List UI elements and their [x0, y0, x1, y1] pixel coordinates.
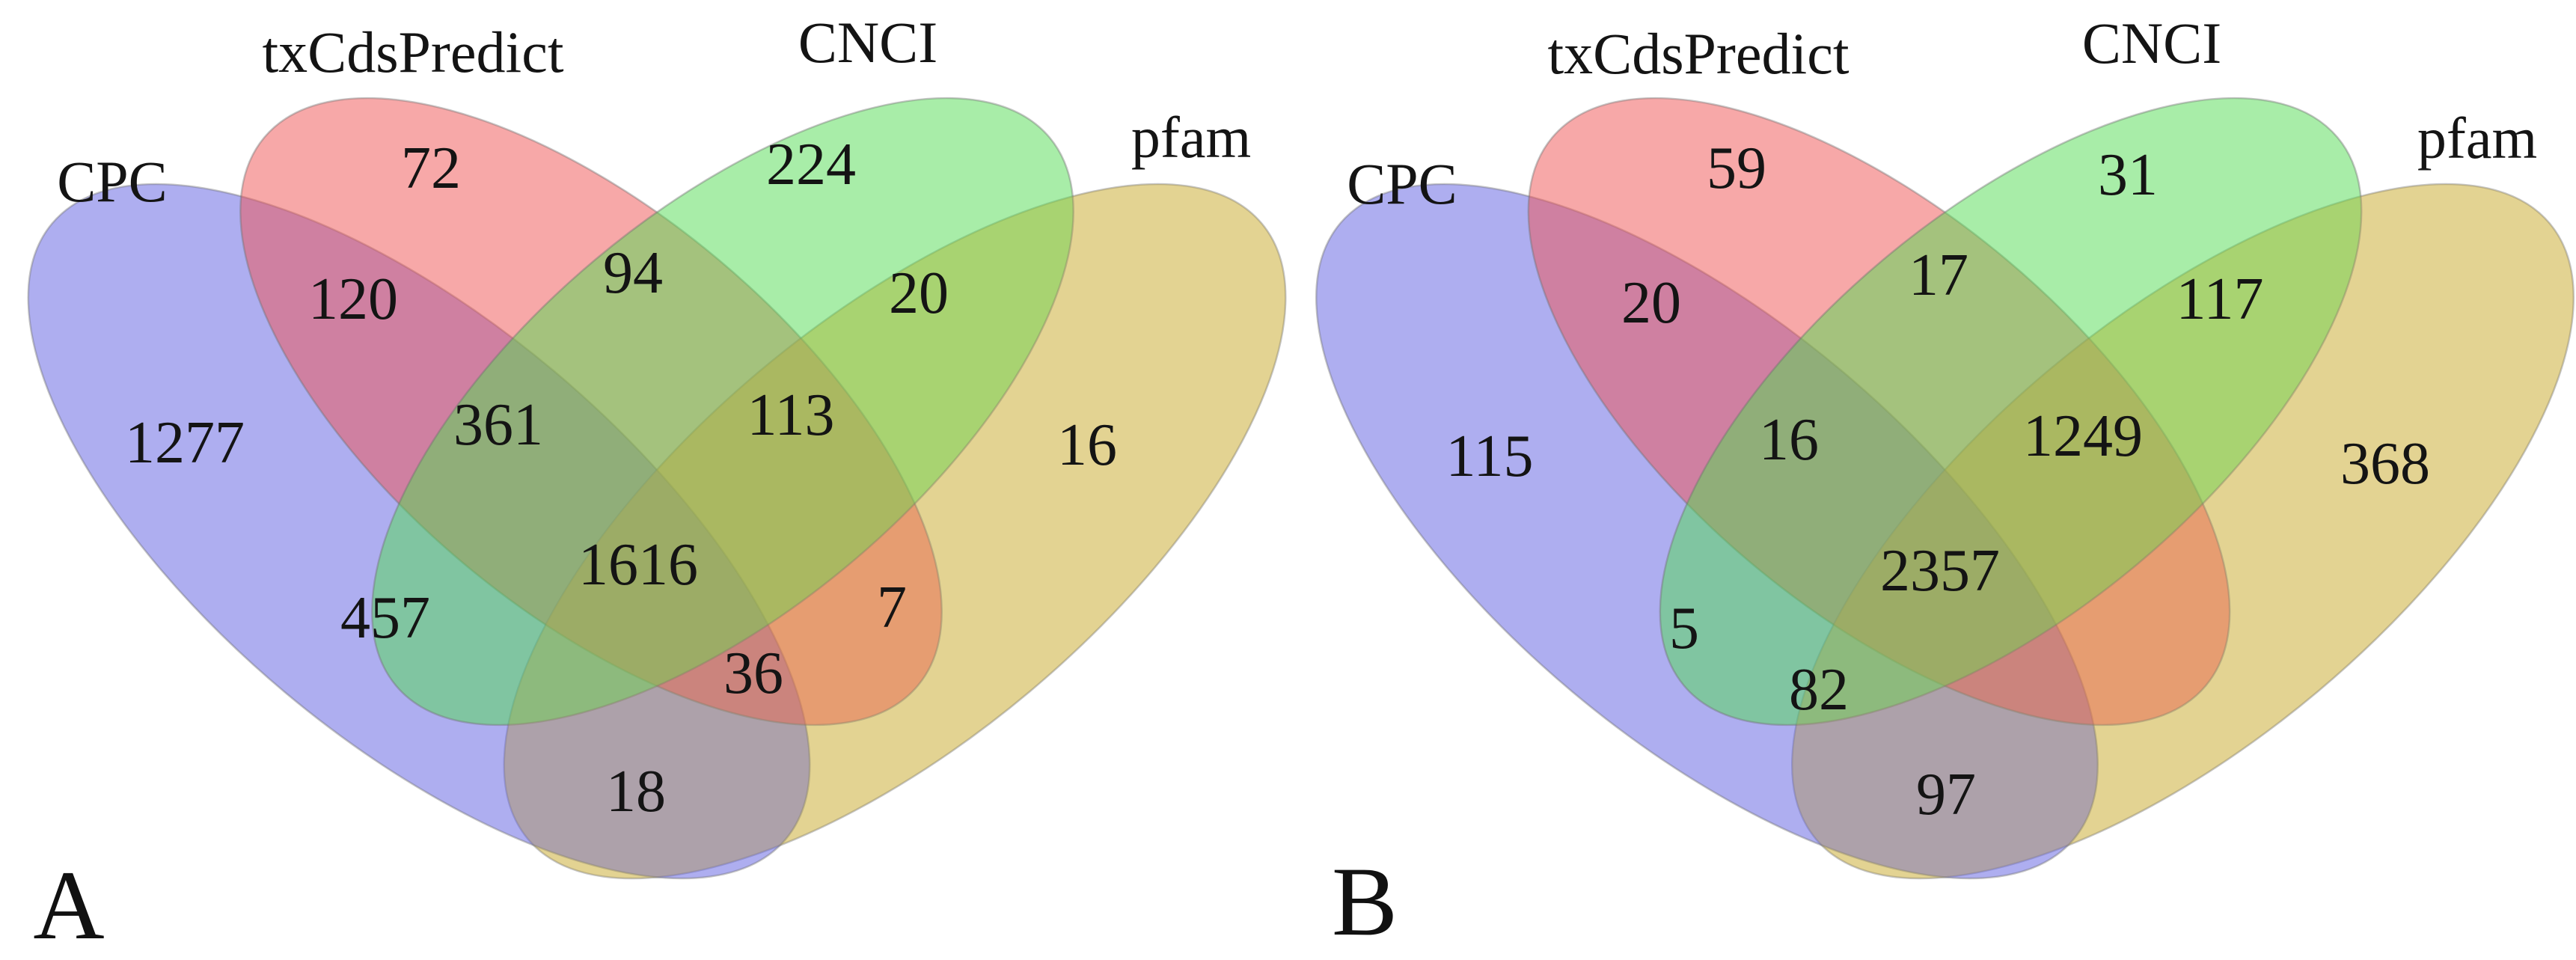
set-label-pfam: pfam — [2417, 106, 2538, 171]
region-count: 457 — [340, 585, 430, 651]
region-count: 120 — [308, 266, 398, 332]
set-label-pfam: pfam — [1131, 105, 1252, 170]
region-count: 7 — [877, 575, 907, 640]
set-label-cpc: CPC — [1347, 151, 1457, 216]
region-count: 82 — [1789, 657, 1849, 723]
region-count: 2357 — [1880, 538, 2000, 604]
region-count: 94 — [603, 240, 663, 306]
pfam-ellipse-tint — [1792, 184, 2574, 878]
region-count: 1249 — [2023, 403, 2143, 469]
region-count: 72 — [401, 135, 461, 201]
region-count: 368 — [2340, 431, 2430, 497]
region-count: 31 — [2098, 142, 2158, 208]
region-count: 16 — [1057, 412, 1117, 478]
region-count: 20 — [1621, 270, 1681, 336]
region-count: 36 — [723, 640, 783, 706]
labels-layer-a: CPC txCdsPredict CNCI pfam 1277 72 224 16 120 94 2… — [0, 0, 1288, 959]
region-count: 97 — [1916, 762, 1976, 828]
region-count: 20 — [889, 260, 949, 326]
cnci-ellipse — [1659, 97, 2363, 727]
venn-diagram-b — [1315, 97, 2575, 880]
region-count: 18 — [606, 759, 666, 825]
region-count: 59 — [1707, 135, 1766, 201]
venn-diagram-a — [27, 97, 1287, 880]
pfam-ellipse-tint — [504, 184, 1286, 878]
panel-letter-b: B — [1331, 846, 1398, 956]
region-count: 1277 — [125, 410, 245, 476]
set-label-txcdspredict: txCdsPredict — [262, 19, 564, 85]
region-count: 115 — [1445, 424, 1534, 489]
set-label-txcdspredict: txCdsPredict — [1547, 21, 1850, 86]
venn-panel-a: CPC txCdsPredict CNCI pfam 1277 72 224 16 120 94 2… — [0, 0, 1288, 959]
set-label-cnci: CNCI — [798, 10, 938, 75]
region-count: 113 — [747, 382, 835, 448]
region-count: 117 — [2176, 266, 2264, 332]
venn-panel-b: CPC txCdsPredict CNCI pfam 115 59 31 368 20 17 117… — [1288, 0, 2576, 959]
region-count: 361 — [453, 392, 543, 458]
region-count: 16 — [1759, 407, 1819, 473]
region-count: 5 — [1669, 596, 1699, 661]
region-count: 1616 — [578, 532, 698, 598]
set-label-cnci: CNCI — [2081, 10, 2222, 76]
region-count: 17 — [1909, 242, 1968, 308]
set-label-cpc: CPC — [57, 149, 168, 214]
panel-letter-a: A — [33, 850, 105, 960]
labels-layer-b: CPC txCdsPredict CNCI pfam 115 59 31 368 20 17 117… — [1288, 0, 2576, 959]
region-count: 224 — [766, 132, 856, 198]
cnci-ellipse — [371, 97, 1074, 727]
